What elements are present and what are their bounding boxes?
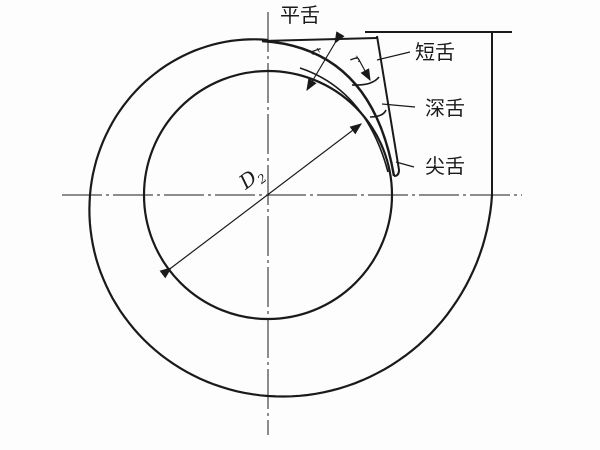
tongue-inner-curve bbox=[299, 67, 389, 173]
deep-tongue-arc bbox=[369, 109, 387, 118]
label-deep-tongue: 深舌 bbox=[425, 96, 465, 120]
thickness-dimension bbox=[306, 31, 345, 92]
label-short-tongue: 短舌 bbox=[415, 40, 455, 64]
volute-spiral bbox=[88, 38, 494, 398]
label-flat-tongue: 平舌 bbox=[280, 3, 320, 27]
diameter-dimension bbox=[159, 123, 362, 279]
short-tongue-arc bbox=[351, 76, 380, 86]
leader-sharp bbox=[395, 161, 415, 168]
leader-deep bbox=[381, 103, 416, 108]
radius-dimension bbox=[357, 57, 371, 82]
sharp-tongue-curve bbox=[261, 39, 396, 177]
label-sharp-tongue: 尖舌 bbox=[425, 154, 465, 178]
flat-tongue-line bbox=[261, 37, 378, 42]
leader-short bbox=[376, 51, 411, 61]
tongue-wall bbox=[376, 35, 401, 177]
impeller-circle bbox=[142, 69, 394, 321]
